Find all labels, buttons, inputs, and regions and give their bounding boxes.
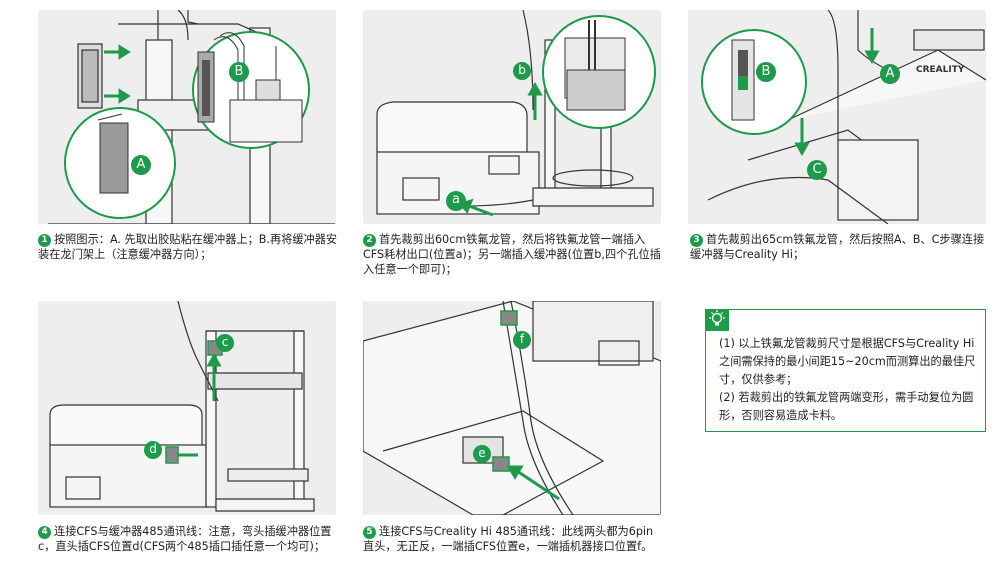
step4-illustration: c d [38, 301, 336, 515]
tip-line-2: (2) 若裁剪出的铁氟龙管两端变形，需手动复位为圆形，否则容易造成卡料。 [719, 391, 974, 422]
brand-logo: CREALITY [916, 65, 965, 75]
step-number-badge: 5 [363, 526, 376, 539]
step-text: 首先裁剪出60cm铁氟龙管，然后将铁氟龙管一端插入CFS耗材出口(位置a)；另一… [363, 233, 661, 276]
step-text: 连接CFS与缓冲器485通讯线：注意，弯头插缓冲器位置c，直头插CFS位置d(C… [38, 525, 332, 553]
label-a-badge: A [880, 64, 900, 84]
tip-text: (1) 以上铁氟龙管裁剪尺寸是根据CFS与Creality Hi之间需保持的最小… [719, 335, 983, 425]
tip-line-1: (1) 以上铁氟龙管裁剪尺寸是根据CFS与Creality Hi之间需保持的最小… [719, 337, 976, 386]
step3-illustration: CREALITY B A C [688, 10, 986, 224]
tip-box: (1) 以上铁氟龙管裁剪尺寸是根据CFS与Creality Hi之间需保持的最小… [705, 309, 986, 432]
step-text: 按照图示：A. 先取出胶贴粘在缓冲器上；B.再将缓冲器安装在龙门架上（注意缓冲器… [38, 233, 338, 261]
step-text: 首先裁剪出65cm铁氟龙管，然后按照A、B、C步骤连接缓冲器与Creality … [690, 233, 985, 261]
label-b-badge: b [513, 62, 531, 80]
label-b-badge: B [229, 62, 249, 82]
label-d-badge: d [144, 441, 162, 459]
lightbulb-icon [705, 309, 729, 331]
label-a-badge: A [131, 155, 151, 175]
step2-illustration: b a [363, 10, 661, 224]
label-b-badge: B [756, 62, 776, 82]
step-number-badge: 1 [38, 234, 51, 247]
step1-illustration: A B [38, 10, 336, 224]
label-f-badge: f [513, 331, 531, 349]
label-e-badge: e [473, 445, 491, 463]
step-text: 连接CFS与Creality Hi 485通讯线：此线两头都为6pin直头，无正… [363, 525, 654, 553]
step-number-badge: 2 [363, 234, 376, 247]
step-number-badge: 4 [38, 526, 51, 539]
label-c-badge: C [807, 160, 827, 180]
label-a-badge: a [446, 191, 466, 211]
label-c-badge: c [216, 334, 234, 352]
step5-illustration: f e [363, 301, 661, 515]
step-number-badge: 3 [690, 234, 703, 247]
